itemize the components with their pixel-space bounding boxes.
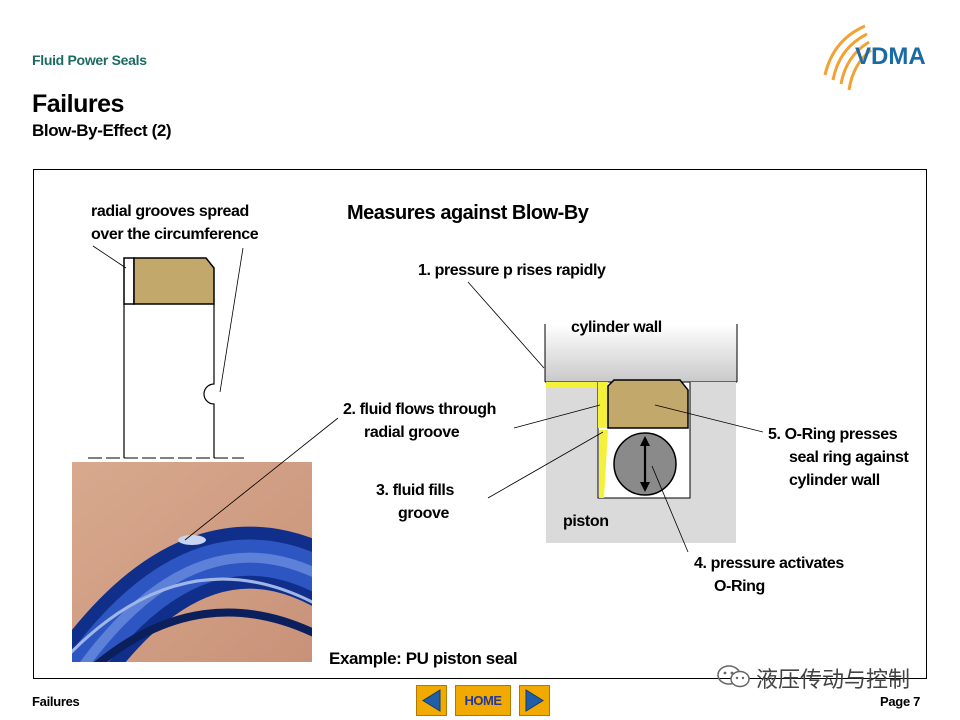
page-subtitle: Blow-By-Effect (2) [32, 121, 172, 140]
step5-line1: 5. O-Ring presses [768, 426, 898, 443]
vdma-logo: VDMA [815, 20, 935, 95]
step2-line1: 2. fluid flows through [343, 401, 496, 418]
previous-button[interactable] [416, 685, 447, 716]
step3-line1: 3. fluid fills [376, 482, 454, 499]
housing-cross-section [544, 324, 738, 543]
page-number: Page 7 [880, 694, 921, 709]
next-arrow-icon [525, 689, 544, 712]
watermark-text: 液压传动与控制 [756, 668, 911, 693]
previous-arrow-icon [422, 689, 441, 712]
next-button[interactable] [519, 685, 550, 716]
step1-label: 1. pressure p rises rapidly [418, 262, 606, 279]
seal-cross-section-sketch [88, 245, 244, 459]
example-caption: Example: PU piston seal [329, 649, 518, 668]
step2-line2: radial groove [364, 424, 460, 441]
step4-line1: 4. pressure activates [694, 555, 844, 572]
page-title: Failures [32, 90, 124, 118]
step4-line2: O-Ring [714, 578, 765, 595]
figure-frame [33, 169, 927, 679]
seal-photo [72, 462, 312, 662]
home-button[interactable]: HOME [455, 685, 511, 716]
step3-line2: groove [398, 505, 449, 522]
logo-text: VDMA [855, 43, 926, 70]
piston-label: piston [563, 513, 609, 530]
step5-line3: cylinder wall [789, 472, 880, 489]
left-note-line1: radial grooves spread [91, 203, 249, 220]
section-label: Fluid Power Seals [32, 52, 147, 68]
cylinder-wall-label: cylinder wall [571, 319, 662, 336]
figure-heading: Measures against Blow-By [347, 202, 589, 224]
wechat-icon [716, 664, 752, 690]
step5-line2: seal ring against [789, 449, 909, 466]
left-note-line2: over the circumference [91, 226, 259, 243]
footer-section-label: Failures [32, 694, 80, 709]
